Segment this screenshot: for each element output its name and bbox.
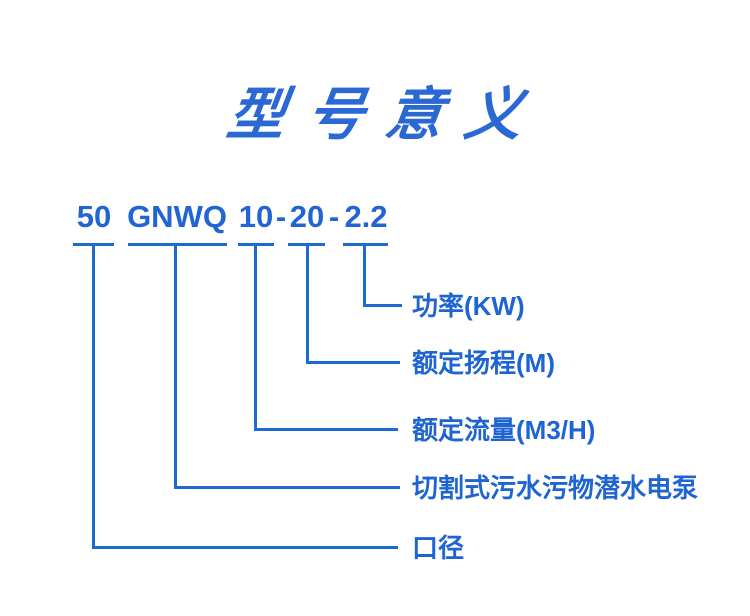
page-title-text: 型号意义 [223,83,549,147]
page-title: 型号意义 [0,83,750,147]
label-flow: 额定流量(M3/H) [412,415,596,445]
branch-line-diameter [92,246,398,549]
underline-flow [238,243,274,246]
model-separator: - [328,199,340,234]
branch-line-head [306,246,400,364]
label-series: 切割式污水污物潜水电泵 [412,473,699,503]
underline-power [343,243,388,246]
branch-line-flow [254,246,398,431]
label-power: 功率(KW) [412,291,525,321]
model-segment-flow: 10 [238,199,274,234]
model-separator: - [275,199,287,234]
branch-line-power [363,246,402,307]
model-segment-power: 2.2 [344,199,388,234]
underline-series [128,243,227,246]
underline-head [288,243,325,246]
label-diameter: 口径 [412,533,465,563]
model-segment-head: 20 [289,199,325,234]
model-segment-series: GNWQ [127,199,227,234]
label-head: 额定扬程(M) [412,348,555,378]
model-segment-diameter: 50 [76,199,112,234]
underline-diameter [73,243,114,246]
branch-line-series [174,246,400,489]
